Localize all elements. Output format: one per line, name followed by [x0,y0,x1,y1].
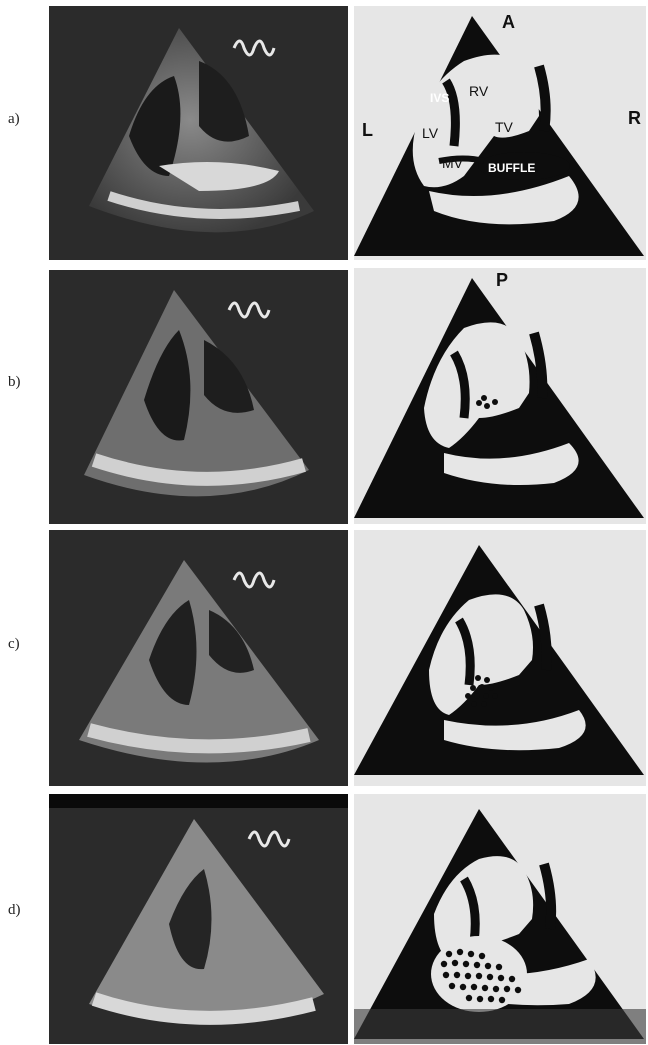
row-a: a) A L R IVS [0,0,648,262]
panel-label-c: c) [8,636,20,653]
schematic-a: A L R IVS RV LV TV MV BUFFLE [354,6,646,260]
schematic-c [354,530,646,786]
tv-label: TV [495,119,514,135]
left-label: L [362,120,373,140]
echo-image-d [49,794,348,1044]
row-c: c) [0,526,648,788]
rv-label: RV [469,83,489,99]
mv-label: MV [442,155,464,171]
apex-label-a: A [502,12,515,32]
apex-label-b: P [496,270,508,290]
baffle-label: BUFFLE [488,161,535,175]
panel-label-a: a) [8,111,20,128]
echo-image-a [49,6,348,260]
lv-label: LV [422,125,439,141]
schematic-b: P [354,268,646,524]
row-d: d) [0,788,648,1045]
panel-label-b: b) [8,374,21,391]
schematic-d [354,794,646,1044]
right-label: R [628,108,641,128]
ivs-label: IVS [430,91,449,105]
panel-label-d: d) [8,902,21,919]
echo-image-b [49,270,348,524]
echo-image-c [49,530,348,786]
row-b: b) P [0,262,648,526]
